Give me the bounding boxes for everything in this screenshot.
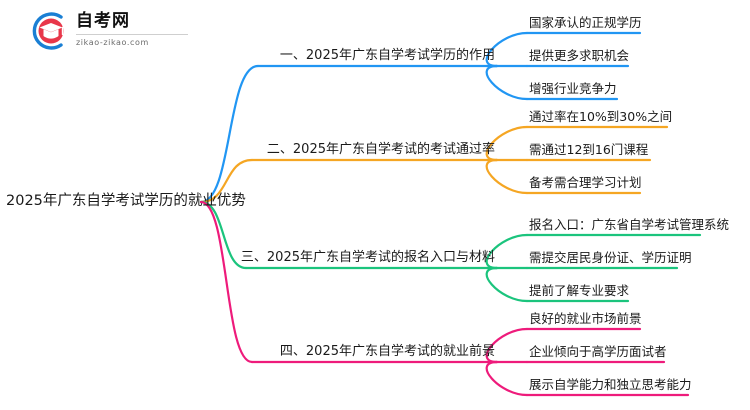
branch-label-3[interactable]: 三、2025年广东自学考试的报名入口与材料 [240, 250, 495, 265]
leaf-label-1-2[interactable]: 提供更多求职机会 [529, 48, 630, 63]
leaf-connector-4-3 [485, 360, 529, 397]
leaf-connector-2-3 [485, 158, 529, 195]
leaf-connector-1-3 [485, 64, 529, 101]
branch-connector-4 [199, 200, 254, 364]
branch-label-2[interactable]: 二、2025年广东自学考试的考试通过率 [266, 142, 495, 157]
leaf-label-3-1[interactable]: 报名入口：广东省自学考试管理系统 [529, 217, 730, 232]
leaf-label-2-2[interactable]: 需通过12到16门课程 [529, 142, 649, 157]
logo-text: 自考网 zikao-zikao.com [76, 11, 188, 48]
logo-subtitle: zikao-zikao.com [76, 34, 188, 48]
zikao-logo-icon [32, 12, 64, 50]
leaf-label-2-1[interactable]: 通过率在10%到30%之间 [529, 109, 673, 124]
branch-connector-1 [199, 64, 260, 204]
leaf-label-1-1[interactable]: 国家承认的正规学历 [529, 15, 642, 30]
leaf-label-2-3[interactable]: 备考需合理学习计划 [529, 175, 642, 190]
branch-label-4[interactable]: 四、2025年广东自学考试的就业前景 [279, 344, 495, 359]
leaf-label-4-2[interactable]: 企业倾向于高学历面试者 [529, 344, 667, 359]
leaf-connector-3-3 [485, 266, 529, 303]
leaf-label-3-3[interactable]: 提前了解专业要求 [529, 283, 630, 298]
root-node-label[interactable]: 2025年广东自学考试学历的就业优势 [6, 193, 246, 209]
branch-label-1[interactable]: 一、2025年广东自学考试学历的作用 [279, 48, 495, 63]
leaf-label-3-2[interactable]: 需提交居民身份证、学历证明 [529, 250, 692, 265]
branch-connector-3 [199, 200, 248, 270]
logo-title: 自考网 [76, 11, 130, 31]
leaf-label-4-3[interactable]: 展示自学能力和独立思考能力 [529, 377, 692, 392]
leaf-label-4-1[interactable]: 良好的就业市场前景 [529, 311, 642, 326]
leaf-label-1-3[interactable]: 增强行业竞争力 [529, 81, 617, 96]
site-logo: 自考网 zikao-zikao.com [28, 8, 188, 54]
